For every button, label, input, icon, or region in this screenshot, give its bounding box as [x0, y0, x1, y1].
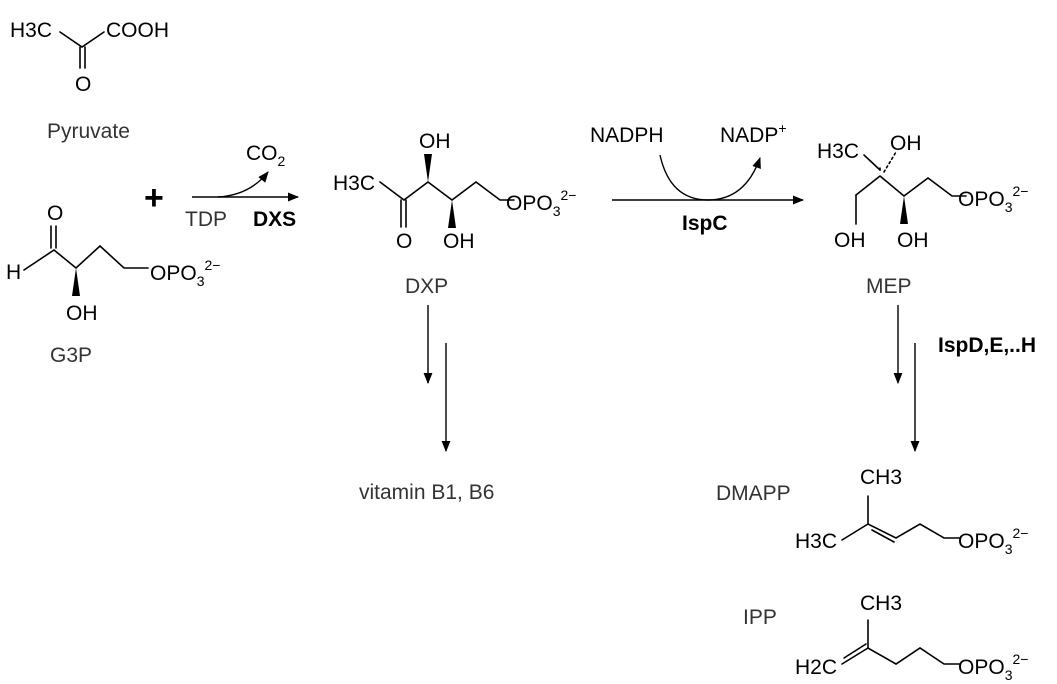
isp-enzymes-label: IspD,E,..H	[938, 334, 1036, 357]
dmapp-structure: CH3 H3C OPO32−	[795, 466, 1028, 557]
ipp-methylene: H2C	[795, 656, 837, 679]
mep-hash-bond	[883, 151, 897, 173]
g3p-aldehyde-h: H	[6, 261, 21, 284]
mep-phosphate: OPO32−	[958, 183, 1028, 215]
g3p-hydroxyl: OH	[66, 302, 98, 325]
dmapp-label: DMAPP	[716, 482, 791, 505]
mep-methyl: H3C	[817, 140, 859, 163]
dxp-label: DXP	[405, 275, 448, 298]
dxp-wedge-top	[424, 154, 432, 182]
co2-release-arrow	[217, 171, 269, 198]
dmapp-phosphate: OPO32−	[958, 525, 1028, 557]
mep-label: MEP	[866, 275, 912, 298]
g3p-phosphate: OPO32−	[150, 257, 220, 289]
dmapp-methyl-left: H3C	[795, 530, 837, 553]
pyruvate-carboxyl: COOH	[106, 19, 169, 42]
nadp-label: NADP+	[720, 120, 787, 147]
nadph-nadp-cycle-arrow	[659, 154, 761, 201]
dxp-wedge-bottom	[448, 200, 456, 228]
ipp-label: IPP	[743, 606, 777, 629]
dxp-structure: H3C O OH OH OPO32−	[333, 130, 576, 253]
dxs-enzyme-label: DXS	[253, 208, 296, 231]
mep-structure: H3C OH OH OH OPO32−	[817, 132, 1028, 252]
g3p-label: G3P	[50, 344, 92, 367]
dxp-methyl: H3C	[333, 172, 375, 195]
dxp-oh-bottom: OH	[443, 230, 475, 253]
pyruvate-label: Pyruvate	[47, 120, 130, 143]
pyruvate-structure: H3C COOH O	[10, 19, 169, 96]
g3p-aldehyde-o: O	[47, 202, 63, 225]
dmapp-methyl-top: CH3	[860, 466, 902, 489]
dxp-oxo: O	[396, 230, 412, 253]
ispc-enzyme-label: IspC	[682, 212, 728, 235]
ipp-methyl-top: CH3	[860, 592, 902, 615]
g3p-wedge	[72, 268, 80, 296]
dxp-oh-top: OH	[419, 130, 451, 153]
mep-wedge	[900, 196, 908, 224]
pyruvate-oxo: O	[75, 73, 91, 96]
nadph-label: NADPH	[590, 124, 664, 147]
mep-oh-bottom: OH	[897, 229, 929, 252]
mep-oh-left: OH	[834, 229, 866, 252]
ipp-phosphate: OPO32−	[958, 651, 1028, 683]
vitamin-label: vitamin B1, B6	[359, 481, 494, 504]
ipp-structure: CH3 H2C OPO32−	[795, 592, 1028, 683]
plus-sign: +	[144, 179, 164, 217]
tdp-label: TDP	[185, 208, 227, 231]
mep-oh-top: OH	[890, 132, 922, 155]
dxp-phosphate: OPO32−	[506, 187, 576, 219]
co2-label: CO2	[246, 142, 286, 169]
pyruvate-methyl: H3C	[10, 19, 52, 42]
